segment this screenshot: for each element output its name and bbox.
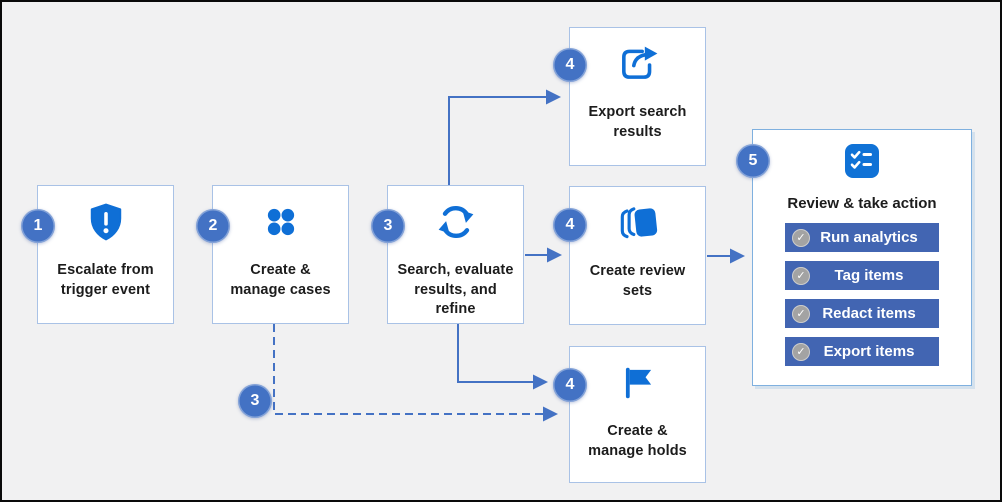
action-button-label: Export items	[823, 343, 915, 360]
flag-icon	[617, 360, 659, 406]
panel-title: Review & take action	[787, 195, 937, 212]
step-cases-box: 2 Create & manage cases	[196, 185, 349, 324]
step-label: Escalate from trigger event	[57, 262, 154, 298]
step-export-box: 4 Export search results	[553, 27, 706, 166]
badge-number: 3	[383, 217, 393, 234]
check-circle-icon: ✓	[792, 342, 810, 361]
checklist-icon	[842, 141, 882, 186]
connector-search-to-export	[448, 89, 561, 185]
badge-number: 4	[565, 56, 575, 73]
run-analytics-button[interactable]: ✓ Run analytics	[785, 223, 939, 252]
step-badge-2: 2	[196, 209, 230, 243]
step-review-sets-box: 4 Create review sets	[553, 186, 706, 325]
dots-grid-icon	[260, 199, 302, 245]
step-badge-4-export: 4	[553, 48, 587, 82]
check-circle-icon: ✓	[792, 304, 810, 323]
check-circle-icon: ✓	[792, 228, 810, 247]
sync-arrows-icon	[434, 199, 478, 245]
step-label: Search, evaluate results, and refine	[397, 262, 514, 318]
review-take-action-panel: 5 Review & take action ✓ Run analytics ✓…	[736, 129, 972, 386]
action-button-label: Redact items	[822, 305, 916, 322]
tag-items-button[interactable]: ✓ Tag items	[785, 261, 939, 290]
step-badge-1: 1	[21, 209, 55, 243]
step-badge-3: 3	[371, 209, 405, 243]
badge-number: 5	[748, 152, 758, 169]
connector-cases-to-holds-dashed	[273, 324, 558, 422]
action-button-list: ✓ Run analytics ✓ Tag items ✓ Redact ite…	[785, 223, 939, 366]
step-holds-box: 4 Create & manage holds	[553, 346, 706, 483]
step-badge-4-review: 4	[553, 208, 587, 242]
export-items-button[interactable]: ✓ Export items	[785, 337, 939, 366]
step-badge-5: 5	[736, 144, 770, 178]
badge-number: 3	[250, 392, 260, 409]
branch-badge-3: 3	[238, 384, 272, 418]
share-export-icon	[617, 41, 659, 87]
badge-number: 4	[565, 376, 575, 393]
badge-number: 2	[208, 217, 218, 234]
badge-number: 1	[33, 217, 43, 234]
step-label: Create & manage holds	[588, 423, 687, 459]
check-circle-icon: ✓	[792, 266, 810, 285]
action-button-label: Tag items	[834, 267, 904, 284]
step-label: Create review sets	[589, 263, 686, 299]
layers-stack-icon	[615, 200, 661, 246]
step-label: Export search results	[588, 104, 687, 140]
redact-items-button[interactable]: ✓ Redact items	[785, 299, 939, 328]
badge-number: 4	[565, 216, 575, 233]
step-escalate-box: 1 Escalate from trigger event	[21, 185, 174, 324]
action-button-label: Run analytics	[820, 229, 918, 246]
shield-alert-icon	[85, 199, 127, 245]
step-badge-4-holds: 4	[553, 368, 587, 402]
step-search-box: 3 Search, evaluate results, and refine	[371, 185, 524, 324]
connector-search-to-holds	[457, 324, 548, 390]
step-label: Create & manage cases	[230, 262, 331, 298]
